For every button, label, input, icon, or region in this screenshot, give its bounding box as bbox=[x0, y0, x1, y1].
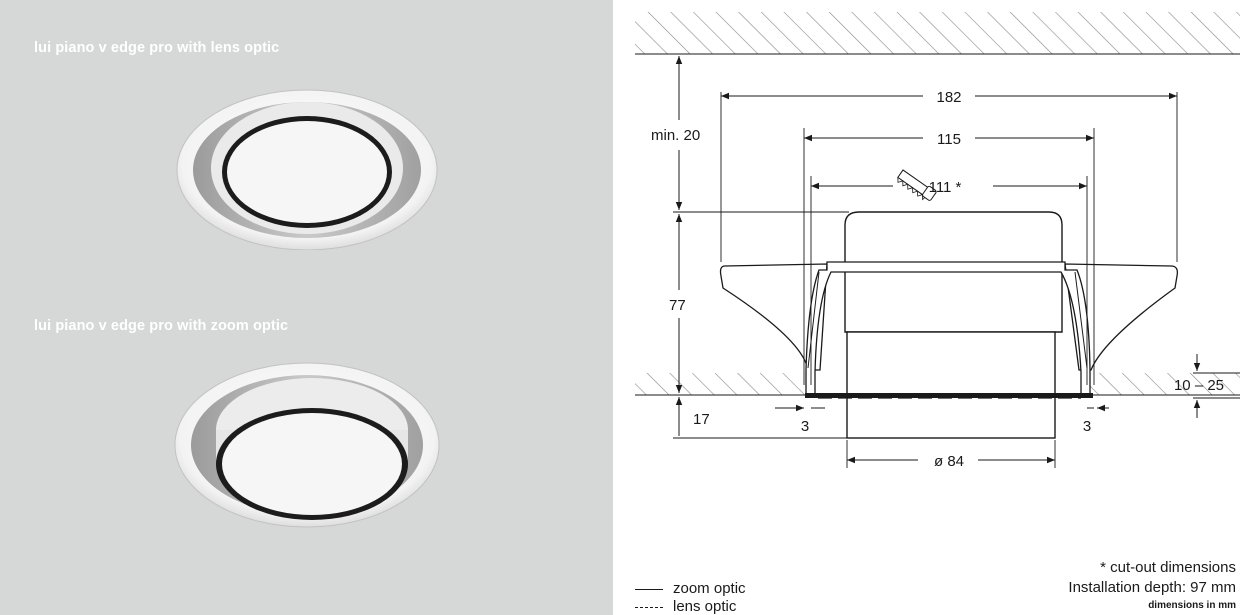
lens-optic-caption: lui piano v edge pro with lens optic bbox=[34, 40, 280, 56]
trim-flange bbox=[805, 393, 1093, 398]
dimension-drawing: 182 115 111 * min. 20 77 17 3 3 ø 84 10 … bbox=[635, 12, 1240, 470]
legend-lens-label: lens optic bbox=[673, 598, 737, 615]
dimension-17: 17 bbox=[693, 411, 710, 428]
legend-lens-optic: lens optic bbox=[635, 598, 736, 615]
zoom-optic-downlight-image bbox=[174, 362, 440, 528]
fixture-spring-wing-left bbox=[719, 263, 828, 371]
cutout-note: * cut-out dimensions bbox=[1100, 559, 1236, 576]
product-photo-panel: lui piano v edge pro with lens optic lui… bbox=[0, 0, 613, 615]
solid-line-swatch bbox=[635, 588, 663, 590]
legend-zoom-label: zoom optic bbox=[673, 580, 746, 597]
ceiling-board-right bbox=[1083, 373, 1240, 395]
dimension-10-25: 10 – 25 bbox=[1174, 377, 1224, 394]
fixture-spring-wing-right bbox=[1064, 263, 1179, 371]
zoom-optic-caption: lui piano v edge pro with zoom optic bbox=[34, 318, 289, 334]
ceiling-board-left bbox=[635, 373, 809, 395]
dimension-diameter-84: ø 84 bbox=[934, 453, 964, 470]
installation-depth-note: Installation depth: 97 mm bbox=[1068, 579, 1236, 596]
fixture-body-frame bbox=[805, 261, 1091, 396]
units-note: dimensions in mm bbox=[1148, 600, 1236, 611]
saw-icon bbox=[897, 169, 937, 201]
dimension-77: 77 bbox=[669, 297, 686, 314]
ceiling-hatch bbox=[635, 12, 1240, 54]
lens-optic-downlight-image bbox=[176, 89, 438, 250]
dimension-111-cutout: 111 * bbox=[929, 179, 962, 196]
dimension-115: 115 bbox=[937, 131, 961, 148]
dashed-line-swatch bbox=[635, 606, 663, 608]
dimension-182: 182 bbox=[936, 89, 961, 106]
zoom-optic-cylinder bbox=[846, 331, 1056, 439]
dimension-3-right: 3 bbox=[1083, 418, 1091, 435]
dimension-min-20: min. 20 bbox=[651, 127, 700, 144]
dimension-3-left: 3 bbox=[801, 418, 809, 435]
legend-zoom-optic: zoom optic bbox=[635, 580, 746, 597]
